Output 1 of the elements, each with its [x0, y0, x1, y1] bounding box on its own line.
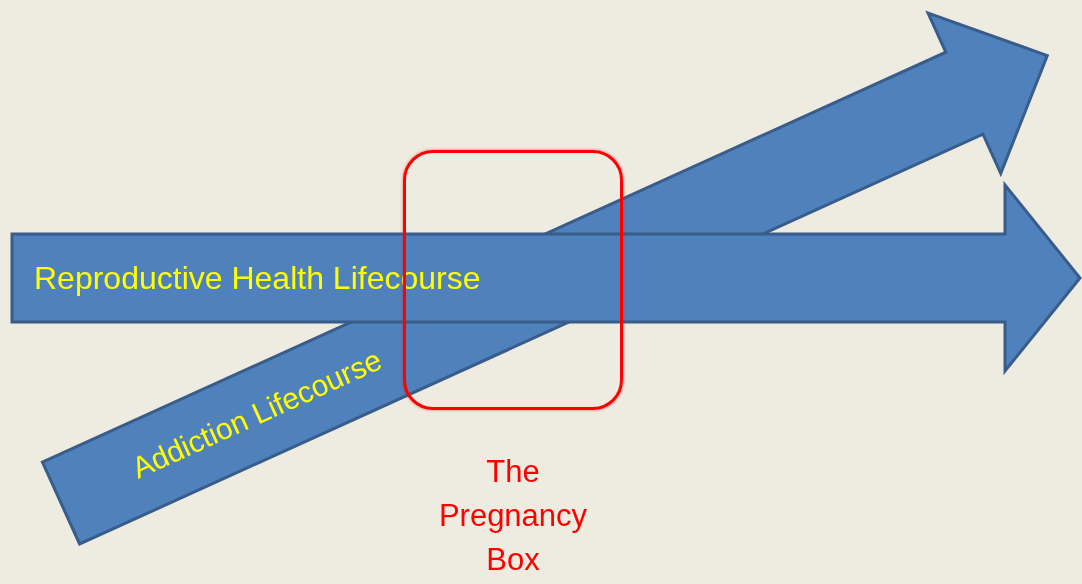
- box-caption: The Pregnancy Box: [437, 453, 589, 579]
